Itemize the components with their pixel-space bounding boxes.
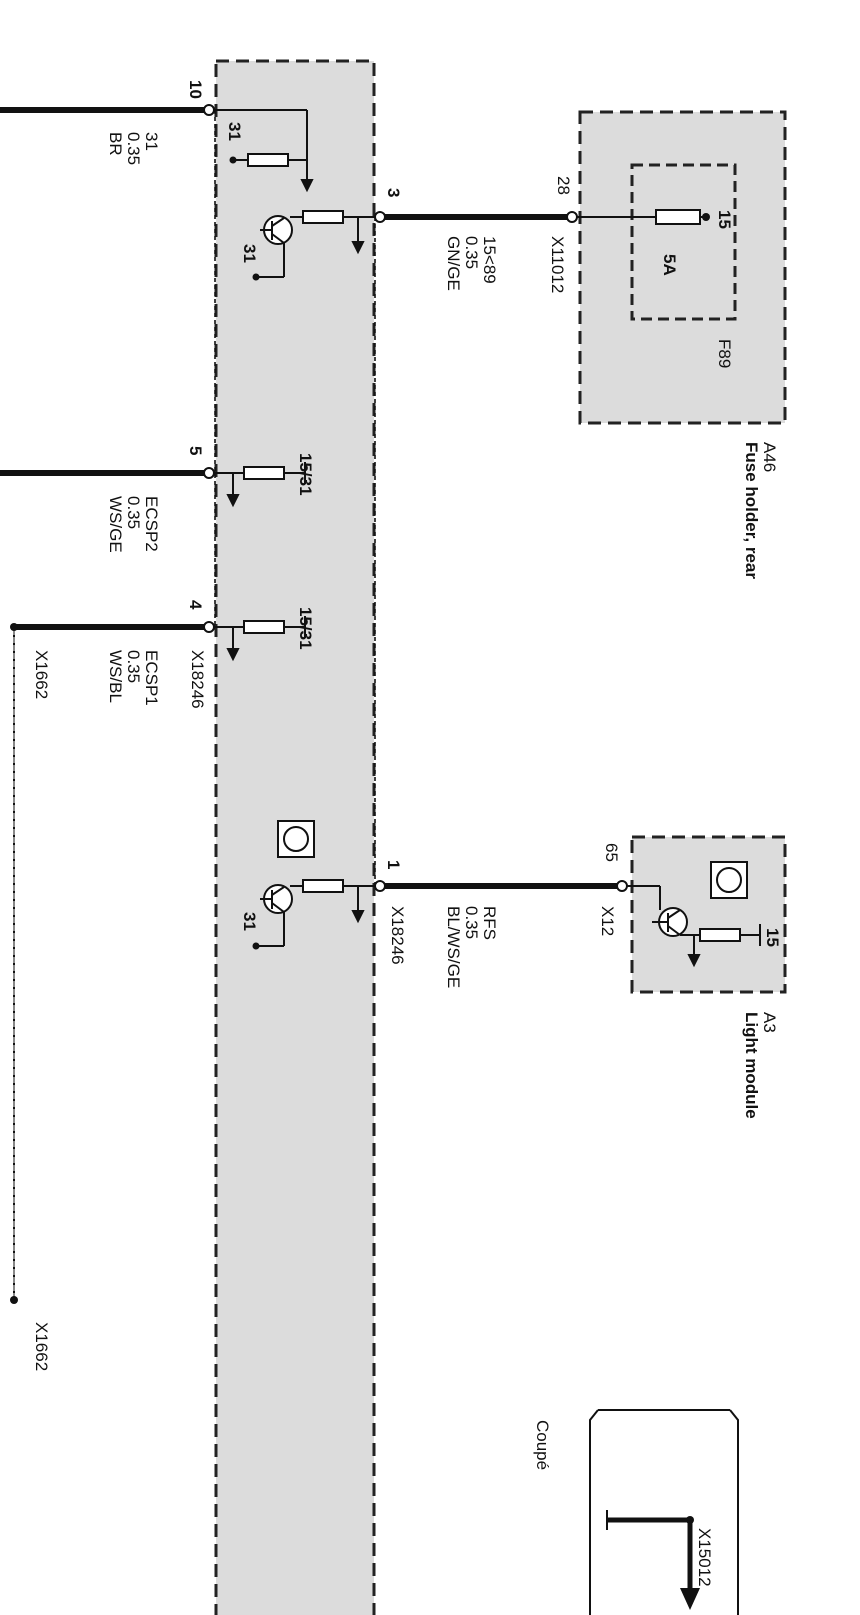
- connector-label: X18246: [188, 650, 207, 709]
- fuse-rating: 5A: [660, 254, 679, 276]
- ground-label: X1662: [32, 650, 51, 699]
- ground-dot-bottom: [10, 1296, 18, 1304]
- internal-terminal: 15/31: [296, 453, 315, 496]
- wire-color: WS/BL: [106, 650, 125, 703]
- internal-terminal: 31: [225, 122, 244, 141]
- wire-cross-section: 0.35: [124, 650, 143, 683]
- ground-dot-top: [10, 623, 18, 631]
- pin-number: 1: [384, 860, 403, 869]
- wire-color: BL/WS/GE: [444, 906, 463, 988]
- ground-label: X1662: [32, 1322, 51, 1371]
- wires: [0, 107, 618, 889]
- internal-circuit: [213, 109, 375, 950]
- pin-number: 4: [186, 600, 205, 610]
- fuse-holder: [577, 110, 787, 425]
- component-name: Fuse holder, rear: [742, 442, 761, 579]
- pin-number: 5: [186, 446, 205, 455]
- pin-number: 65: [602, 843, 621, 862]
- component-id: A3: [760, 1012, 779, 1033]
- wire-color: BR: [106, 132, 125, 156]
- wire-cross-section: 0.35: [124, 496, 143, 529]
- wire-cross-section: 0.35: [124, 132, 143, 165]
- wire-cross-section: 0.35: [462, 236, 481, 269]
- connector-label: X12: [598, 906, 617, 936]
- light-module-box: [630, 835, 787, 994]
- labels: 10 3 5 4 1 31 0.35 BR 15<89 0.35 GN/GE E…: [32, 80, 782, 1587]
- variant-box: [589, 1409, 739, 1615]
- wire-cross-section: 0.35: [462, 906, 481, 939]
- component-name: Light module: [742, 1012, 761, 1119]
- variant-label: Coupé: [533, 1420, 552, 1470]
- inner-contact-lines: [214, 110, 376, 886]
- wire-signal: 31: [142, 132, 161, 151]
- fuse-box: [630, 163, 737, 321]
- internal-terminal: 31: [240, 244, 259, 263]
- internal-terminal: 15/31: [296, 607, 315, 650]
- wire-signal: 15<89: [480, 236, 499, 284]
- light-module: [627, 835, 787, 994]
- terminal-label: 15: [763, 928, 782, 947]
- fuse-terminal: 15: [715, 210, 734, 229]
- connector-label: X18246: [388, 906, 407, 965]
- fuse-symbol: [655, 209, 701, 225]
- connector-label: X11012: [548, 236, 567, 293]
- fuse-id: F89: [715, 339, 734, 368]
- component-id: A46: [760, 442, 779, 472]
- wire-signal: ECSP1: [142, 650, 161, 706]
- wire-color: GN/GE: [444, 236, 463, 291]
- pin-number: 3: [384, 188, 403, 197]
- wire-signal: RFS: [480, 906, 499, 940]
- internal-terminal: 31: [240, 912, 259, 931]
- pin-number: 10: [186, 80, 205, 99]
- pin-number: 28: [554, 176, 573, 195]
- arrow-down-icon: [680, 1588, 700, 1610]
- wire-color: WS/GE: [106, 496, 125, 553]
- connector-label: X15012: [695, 1528, 714, 1587]
- wire-signal: ECSP2: [142, 496, 161, 552]
